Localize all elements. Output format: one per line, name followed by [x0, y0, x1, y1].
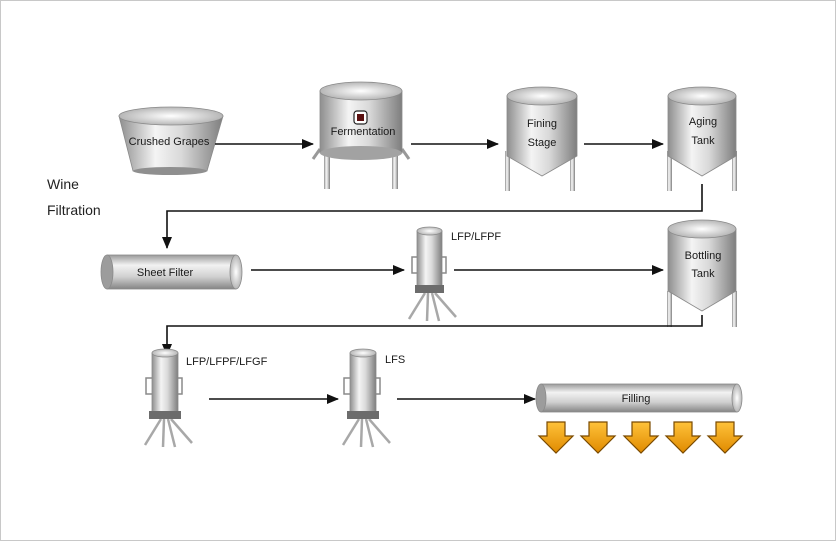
down-arrow-icon — [706, 421, 744, 454]
connector-bottling-to-lfgf — [162, 315, 703, 356]
sheet-filter-label: Sheet Filter — [137, 267, 194, 279]
side-title-line2: Filtration — [47, 202, 101, 218]
crushed-grapes-label: Crushed Grapes — [129, 136, 210, 148]
lfp-lfpf-filter: LFP/LFPF — [407, 226, 501, 322]
connector-aging-to-sheet-filter — [162, 184, 703, 249]
down-arrow-icon — [664, 421, 702, 454]
bottling-tank: Bottling Tank — [667, 219, 737, 327]
side-title-line1: Wine — [47, 176, 79, 192]
bottling-tank-label-1: Bottling — [685, 250, 722, 262]
bottling-tank-label-2: Tank — [691, 268, 715, 280]
fermentation-tank: Fermentation — [311, 81, 411, 189]
down-arrow-icon — [537, 421, 575, 454]
fining-stage-tank: Fining Stage — [505, 86, 578, 191]
lfp-lfpf-lfgf-label: LFP/LFPF/LFGF — [186, 356, 268, 368]
down-arrow-icon — [622, 421, 660, 454]
lfp-lfpf-lfgf-filter: LFP/LFPF/LFGF — [143, 348, 268, 448]
sheet-filter: Sheet Filter — [100, 254, 243, 290]
down-arrow-icon — [579, 421, 617, 454]
fining-stage-label-1: Fining — [527, 118, 557, 130]
lfs-label: LFS — [385, 354, 405, 366]
filling-label: Filling — [622, 393, 651, 405]
fining-stage-label-2: Stage — [528, 137, 557, 149]
lfp-lfpf-label: LFP/LFPF — [451, 231, 501, 243]
fill-arrows — [537, 421, 744, 454]
aging-tank-label-2: Tank — [691, 135, 715, 147]
lfs-filter: LFS — [341, 348, 405, 448]
aging-tank: Aging Tank — [667, 86, 737, 191]
crushed-grapes-hopper: Crushed Grapes — [118, 106, 224, 175]
filling-line: Filling — [535, 383, 743, 413]
fermentation-label: Fermentation — [331, 126, 396, 138]
aging-tank-label-1: Aging — [689, 116, 717, 128]
